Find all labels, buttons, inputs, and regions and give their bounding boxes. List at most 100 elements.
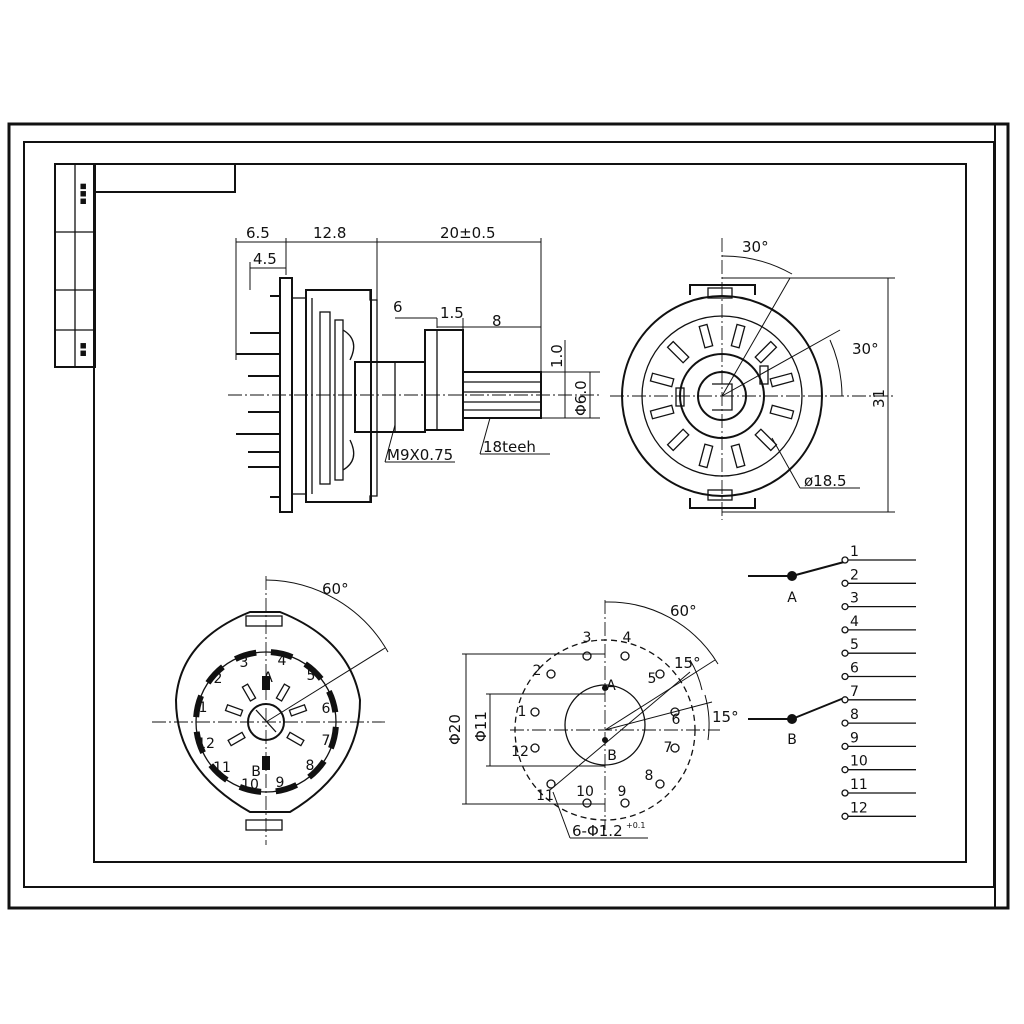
front-slot — [666, 428, 690, 452]
front-height: 31 — [870, 389, 888, 408]
title-block-cell-2: ▪▪ — [76, 342, 89, 357]
hole-dia-20: Φ20 — [446, 714, 464, 745]
front-slot — [730, 443, 746, 469]
hole-pin-label: 5 — [648, 671, 657, 687]
hole-pin-label: 1 — [518, 704, 527, 720]
schematic-contact — [841, 602, 849, 611]
rear-pin-label: 11 — [213, 760, 231, 776]
rear-inner-contact — [288, 703, 308, 717]
rear-inner-contact — [227, 731, 246, 747]
hole-pin-label: 3 — [583, 630, 592, 646]
front-slot — [698, 443, 714, 469]
front-angle-right: 30° — [852, 340, 879, 358]
hole-dot — [655, 669, 665, 679]
hole-angle-15a: 15° — [674, 654, 701, 672]
rear-segment — [275, 782, 299, 795]
schematic-contact — [841, 649, 849, 657]
rear-pin-label: 6 — [322, 701, 331, 717]
rear-pin-label: 3 — [240, 655, 249, 671]
front-view: 30° 30° 31 ø18.5 — [610, 238, 895, 520]
schematic-position-label: 2 — [850, 567, 859, 583]
front-slot — [769, 372, 795, 388]
schematic-pole-a: A — [787, 590, 797, 606]
rear-pin-label: 1 — [199, 700, 208, 716]
schematic-position-label: 8 — [850, 707, 859, 723]
schematic-position-label: 9 — [850, 730, 859, 746]
side-view: 6.5 12.8 20±0.5 4.5 — [228, 224, 600, 513]
hole-dot — [620, 651, 630, 661]
schematic-position-label: 7 — [850, 684, 859, 700]
front-diameter: ø18.5 — [804, 472, 847, 490]
rear-segment — [233, 649, 257, 662]
schematic-position-label: 3 — [850, 591, 859, 607]
rear-pin-label: 4 — [278, 653, 287, 669]
rear-segment — [303, 661, 324, 681]
rear-pin-label: 7 — [322, 733, 331, 749]
schematic-contact — [841, 766, 849, 774]
schematic-position-label: 6 — [850, 661, 859, 677]
rear-inner-contact — [241, 683, 257, 702]
hole-dot — [546, 779, 556, 789]
schematic-position-label: 4 — [850, 614, 859, 630]
schematic-position-label: 12 — [850, 800, 868, 816]
rear-inner-contact — [275, 683, 291, 702]
front-slot — [666, 340, 690, 364]
dim-8: 8 — [492, 312, 502, 330]
schematic-contact — [841, 742, 849, 751]
rear-contact-segments — [193, 649, 339, 795]
rear-inner-contact — [286, 731, 305, 747]
hole-pin-label: 10 — [576, 784, 594, 800]
hole-pin-label: 2 — [533, 663, 542, 679]
holes-callout: 6-Φ1.2 — [572, 822, 623, 840]
hole-dot — [655, 779, 665, 789]
title-block-cell-1: ▪▪▪ — [76, 183, 89, 205]
dim-4-5: 4.5 — [253, 250, 277, 268]
hole-pin-label: 4 — [623, 630, 632, 646]
rear-pin-label: 12 — [197, 736, 215, 752]
rear-segment — [205, 664, 225, 685]
hole-dot — [582, 651, 592, 661]
rear-pin-label: 5 — [307, 668, 316, 684]
rear-pin-label: 2 — [214, 671, 223, 687]
hole-dot — [582, 798, 592, 808]
hole-pole-b: B — [607, 748, 617, 764]
rear-segment — [326, 689, 339, 713]
hole-dot — [530, 743, 540, 753]
front-slot — [754, 340, 778, 364]
rear-inner-contact — [224, 703, 244, 717]
hole-dot — [530, 707, 540, 717]
hole-dot — [620, 798, 630, 808]
schematic-position-label: 5 — [850, 637, 859, 653]
rear-segment — [193, 694, 204, 718]
hole-pin-label: 6 — [672, 712, 681, 728]
hole-dot — [670, 743, 680, 753]
hole-dia-11: Φ11 — [472, 711, 490, 742]
schematic-contact — [841, 719, 849, 727]
dim-12-8: 12.8 — [313, 224, 346, 242]
rear-pin-label: 9 — [276, 775, 285, 791]
schematic-contact — [841, 672, 849, 681]
rear-pole-b: B — [251, 764, 261, 780]
dim-phi-6: Φ6.0 — [572, 380, 590, 416]
hole-dots — [530, 651, 680, 808]
hole-pin-label: 11 — [536, 788, 554, 804]
rear-segment — [270, 649, 294, 660]
schematic-contact — [841, 579, 849, 587]
schematic-contact — [841, 789, 849, 797]
hole-pin-label: 8 — [645, 768, 654, 784]
front-contact-slots — [649, 323, 795, 469]
holes-tolerance: +0.1 — [626, 821, 645, 830]
hole-pole-a: A — [606, 678, 616, 694]
drawing-frame — [7, 122, 1010, 910]
dim-1-0: 1.0 — [548, 344, 566, 368]
hole-angle-60: 60° — [670, 602, 697, 620]
terminal-pins — [236, 295, 280, 498]
rear-segment — [238, 784, 262, 795]
front-slot — [730, 323, 746, 349]
schematic-contact — [841, 696, 849, 704]
